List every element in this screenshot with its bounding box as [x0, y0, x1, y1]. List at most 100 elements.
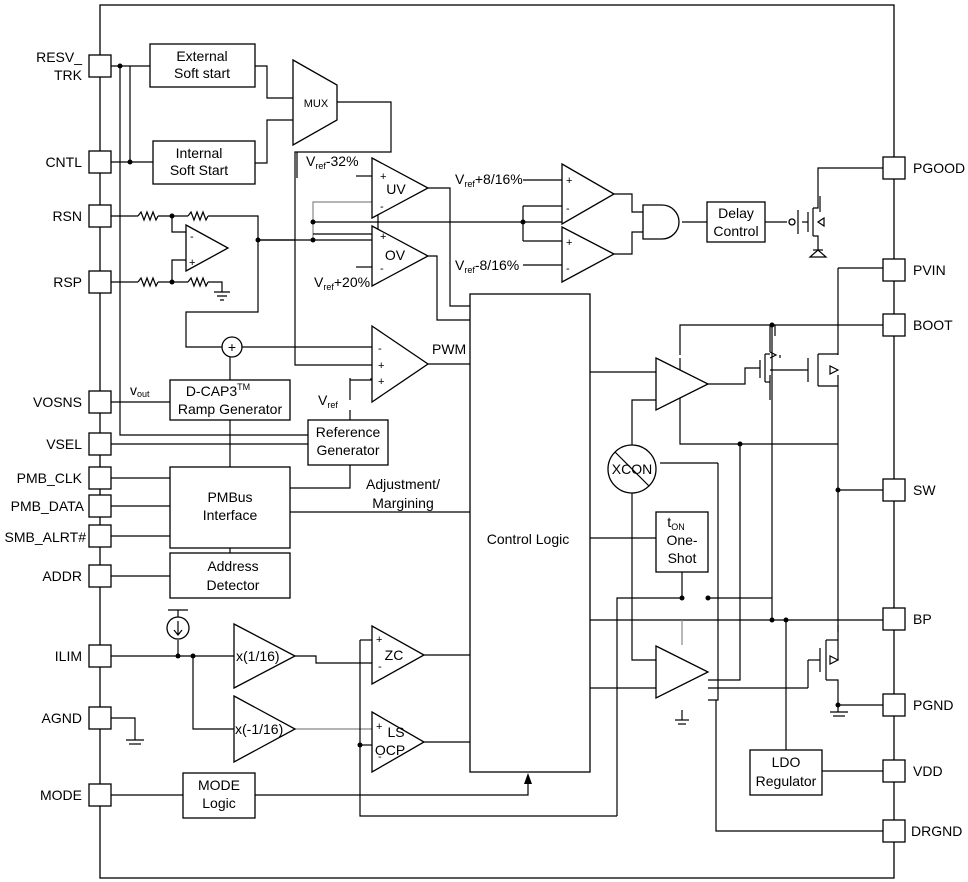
address-detector-block: [169, 552, 291, 599]
one-shot-label-1: One-: [666, 532, 697, 548]
signal-labels: Vref-32% Vref+20% Vref+8/16% Vref-8/16% …: [130, 153, 523, 511]
vref-minus-32-label: Vref-32%: [306, 153, 359, 171]
ls-ocp-plus: +: [376, 721, 382, 733]
vref-label: Vref: [318, 392, 338, 410]
pin-label-smb-alrt: SMB_ALRT#: [5, 529, 87, 545]
mux-block: [292, 58, 338, 147]
ov-label: OV: [385, 247, 406, 263]
pin-smb-alrt: [88, 524, 112, 548]
pin-label-ilim: ILIM: [55, 648, 82, 664]
uv-minus: -: [380, 201, 384, 213]
zc-minus: -: [378, 661, 382, 673]
pin-vdd: [882, 759, 906, 783]
high-side-driver: [655, 356, 710, 412]
left-pins: RESV_ TRK CNTL RSN RSP VOSNS VSEL PMB_CL…: [5, 49, 112, 807]
dcap3-ramp-generator-block: [169, 379, 291, 421]
resistors: [137, 210, 209, 288]
fet-symbols: [769, 216, 840, 665]
right-pins: PGOOD PVIN BOOT SW BP PGND VDD DRGND: [882, 156, 965, 843]
address-detector-label-2: Detector: [207, 577, 260, 593]
ov-minus: -: [380, 263, 384, 275]
pin-label-drgnd: DRGND: [911, 823, 962, 839]
pin-label-mode: MODE: [40, 787, 82, 803]
reference-generator-block: [307, 419, 389, 466]
pin-bp: [882, 607, 906, 631]
pgood-fet-arrow: [816, 216, 825, 228]
blocks: External Soft start Internal Soft Start …: [149, 43, 823, 819]
uv-comparator: [371, 156, 430, 220]
pin-vsel: [88, 432, 112, 456]
pin-vosns: [88, 390, 112, 414]
pin-addr: [88, 564, 112, 588]
mode-logic-block: [182, 772, 256, 819]
external-soft-start-block: [149, 43, 256, 88]
ldo-label-1: LDO: [772, 754, 801, 770]
adjustment-label-1: Adjustment/: [366, 476, 440, 492]
mux-label: MUX: [304, 98, 329, 110]
pmbus-label-1: PMBus: [207, 489, 252, 505]
pin-label-agnd: AGND: [42, 710, 82, 726]
pin-label-boot: BOOT: [913, 317, 953, 333]
summing-junction: [221, 336, 243, 358]
zc-plus: +: [376, 634, 382, 646]
external-soft-start-label-1: External: [176, 48, 227, 64]
pmbus-interface-block: [169, 466, 291, 549]
ldo-regulator-block: [749, 749, 823, 796]
pin-mode: [88, 783, 112, 807]
main-hs-fet-arrow: [829, 365, 840, 375]
pin-label-addr: ADDR: [42, 568, 82, 584]
internal-soft-start-label-1: Internal: [176, 145, 223, 161]
pin-pmb-clk: [88, 466, 112, 490]
pin-label-resv-trk-2: TRK: [54, 67, 83, 83]
ov-plus: +: [380, 231, 386, 243]
gain-negative-amp: [233, 694, 297, 764]
pwm-plus-1: +: [378, 360, 384, 372]
internal-soft-start-label-2: Soft Start: [170, 162, 228, 178]
ton-label: tON: [667, 514, 684, 532]
vout-label: vout: [130, 382, 150, 399]
ls-fet-arrow: [829, 655, 840, 665]
ramp-generator-label: Ramp Generator: [178, 401, 283, 417]
one-shot-label-2: Shot: [668, 550, 697, 566]
ls-ocp-label-1: LS: [387, 724, 404, 740]
gain-positive-amp: [233, 622, 297, 690]
pin-label-vsel: VSEL: [46, 436, 82, 452]
pin-label-resv-trk-1: RESV_: [36, 49, 82, 65]
pin-label-cntl: CNTL: [45, 154, 82, 170]
pin-agnd: [88, 706, 112, 730]
pin-sw: [882, 478, 906, 502]
pin-label-pmb-data: PMB_DATA: [11, 498, 85, 514]
pin-label-pmb-clk: PMB_CLK: [17, 470, 83, 486]
xcon-slash: [614, 451, 650, 487]
vref-minus-8-label: Vref-8/16%: [455, 257, 519, 275]
pin-label-vdd: VDD: [913, 763, 943, 779]
pin-label-rsp: RSP: [53, 274, 82, 290]
delay-control-label-1: Delay: [718, 205, 754, 221]
gain-positive-label: x(1/16): [236, 648, 280, 664]
pg-comparator-upper: [561, 162, 616, 226]
ls-ocp-label-2: OCP: [375, 742, 405, 758]
pin-pvin: [882, 258, 906, 282]
mode-arrow: [524, 773, 532, 784]
hs-driver-fet-arrow: [769, 351, 778, 359]
wires: [111, 65, 883, 832]
pin-label-bp: BP: [913, 611, 932, 627]
dcap3-label: D-CAP3TM: [186, 382, 250, 399]
pin-drgnd: [882, 819, 906, 843]
pg-comparator-lower: [561, 225, 616, 284]
diff-amp-minus: -: [190, 231, 194, 243]
pin-pgood: [882, 156, 906, 180]
mode-logic-label-2: Logic: [202, 795, 235, 811]
ldo-label-2: Regulator: [756, 773, 817, 789]
address-detector-label-1: Address: [207, 558, 258, 574]
pin-label-rsn: RSN: [52, 208, 82, 224]
pg-upper-plus: +: [566, 175, 572, 187]
ls-ocp-minus: -: [378, 751, 382, 763]
pin-pmb-data: [88, 494, 112, 518]
ls-ocp-comparator: [371, 710, 426, 774]
summing-junction-plus: +: [228, 339, 236, 355]
pwm-label: PWM: [432, 341, 466, 357]
pin-label-vosns: VOSNS: [33, 394, 82, 410]
pin-pgnd: [882, 693, 906, 717]
